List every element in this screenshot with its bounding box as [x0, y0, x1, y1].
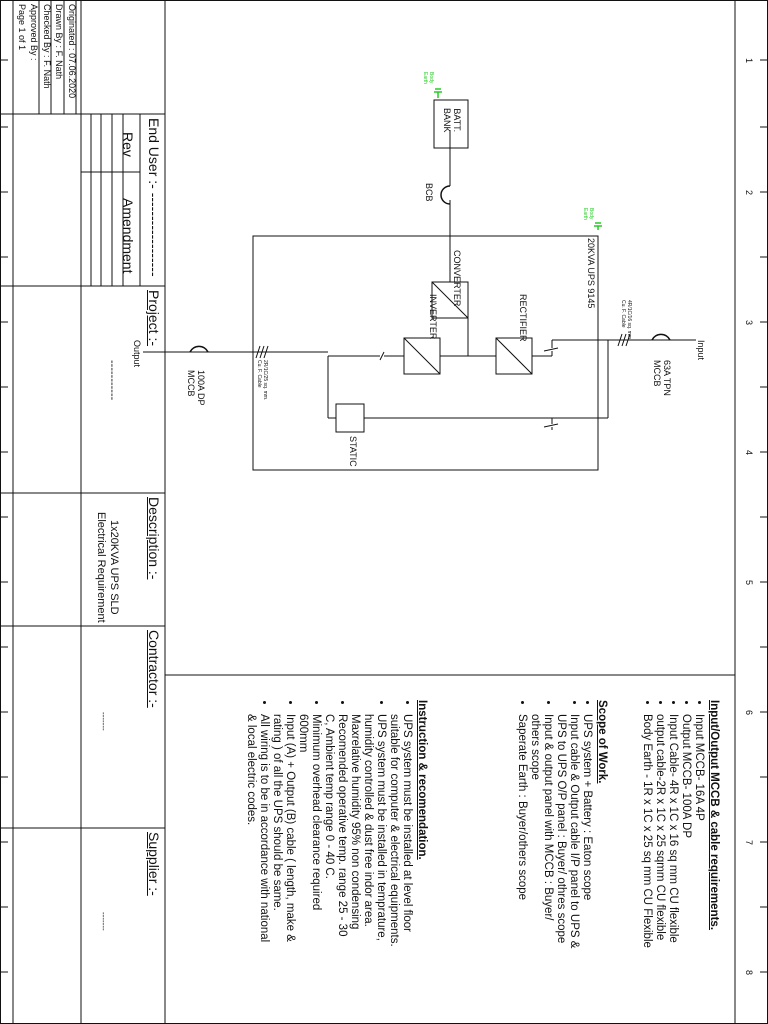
ruler-number: 5	[744, 580, 754, 586]
instructions-heading: Instruction & recomendation.	[416, 700, 428, 860]
ruler-number: 7	[744, 840, 754, 846]
scope-of-work: Scope of Work. UPS system + Battery : Ea…	[515, 700, 608, 950]
battery-bank-box	[433, 99, 469, 149]
list-item: Recomended operative temp. range 25 - 30…	[322, 714, 348, 950]
ruler-number: 6	[744, 710, 754, 716]
list-item: Input cable & Output cable I/P panel to …	[554, 714, 580, 950]
ups-enclosure	[252, 235, 599, 471]
input-mccb-symbol	[651, 333, 671, 341]
static-label: STATIC	[348, 436, 358, 467]
list-item: Input MCCB- 16A 4P	[692, 714, 705, 950]
contractor-label: Contractor :-	[146, 630, 162, 708]
list-item: Input (A) + Output (B) cable ( length, m…	[270, 714, 296, 950]
ups-label: 20KVA UPS 9145	[586, 238, 596, 309]
end-user-label: End User :- ------------------	[146, 118, 162, 277]
scope-heading: Scope of Work.	[596, 700, 608, 784]
ruler-number: 8	[744, 970, 754, 976]
supplier-value: -------	[99, 912, 108, 931]
info-row-checked: Checked By : F. Nath	[42, 4, 52, 89]
amendment-label: Amendment	[120, 198, 136, 274]
info-row-approved: Approved By :	[29, 4, 40, 61]
inverter-label: INVERTER	[428, 294, 438, 340]
info-row-drawn: Drawn By : F. Nath	[54, 4, 65, 80]
bcb-label: BCB	[424, 183, 434, 202]
battery-bank-label: BATT.BANK	[442, 108, 462, 133]
list-item: Saperate Earth : Buyer/others scope	[515, 714, 528, 950]
input-label: Input	[696, 340, 706, 361]
rectifier-label: RECTIFIER	[518, 294, 528, 342]
ruler-number: 3	[744, 320, 754, 326]
info-row-originated: Originated : 07.06.2020	[67, 4, 77, 99]
input-cable-label: 4R/1C/16 sq. mm.Cu. F. Cable	[620, 300, 632, 341]
info-row-page: Page 1 of 1	[17, 4, 27, 51]
list-item: Body Earth - 1R x 1C x 25 sq mm CU Flexi…	[640, 714, 653, 950]
ruler-ticks	[0, 59, 768, 973]
converter-label: CONVERTER	[452, 250, 462, 307]
output-cable-label: 2R/1C/25 sq. mm.Cu. F. Cable	[256, 360, 268, 401]
earth-symbols	[434, 88, 602, 230]
list-item: UPS system must be installed at level fl…	[387, 714, 413, 950]
instructions: Instruction & recomendation. UPS system …	[244, 700, 428, 950]
description-label: Description :-	[146, 497, 162, 580]
output-label: Output	[132, 340, 142, 368]
output-mccb-symbol	[189, 345, 209, 353]
list-item: output cable-2R x 1C x 25 sqmm CU flexib…	[653, 714, 666, 950]
project-value: -----------	[106, 360, 118, 401]
description-value: 1x20KVA UPS SLD Electrical Requirement	[95, 512, 120, 623]
list-item: Output MCCB- 100A DP	[679, 714, 692, 950]
project-label: Project :-	[146, 290, 162, 347]
list-item: Minimum overhead clearance required 600m…	[296, 714, 322, 950]
list-item: Input Cable- 4R x 1C x 16 sq mm CU flexi…	[666, 714, 679, 950]
ruler-number: 2	[744, 190, 754, 196]
list-item: Input & output panel with MCCB : Buyer/ …	[528, 714, 554, 950]
rev-label: Rev	[120, 132, 136, 157]
mccb-requirements: Input/Output MCCB & cable requirements. …	[640, 700, 720, 950]
list-item: All wiring is to be in accordance with n…	[244, 714, 270, 950]
supplier-label: Supplier :-	[146, 832, 162, 896]
ruler-number: 1	[744, 58, 754, 64]
list-item: UPS system + Battery : Eaton scope	[580, 714, 593, 950]
contractor-value: -------	[99, 712, 108, 731]
info-rows: Originated : 07.06.2020 Drawn By : F. Na…	[16, 4, 79, 98]
mccb-heading: Input/Output MCCB & cable requirements.	[708, 700, 720, 931]
list-item: UPS system must be installed in tempratu…	[348, 714, 387, 950]
bcb-symbol	[440, 185, 451, 205]
ruler-number: 4	[744, 450, 754, 456]
static-switch-block	[335, 403, 365, 433]
